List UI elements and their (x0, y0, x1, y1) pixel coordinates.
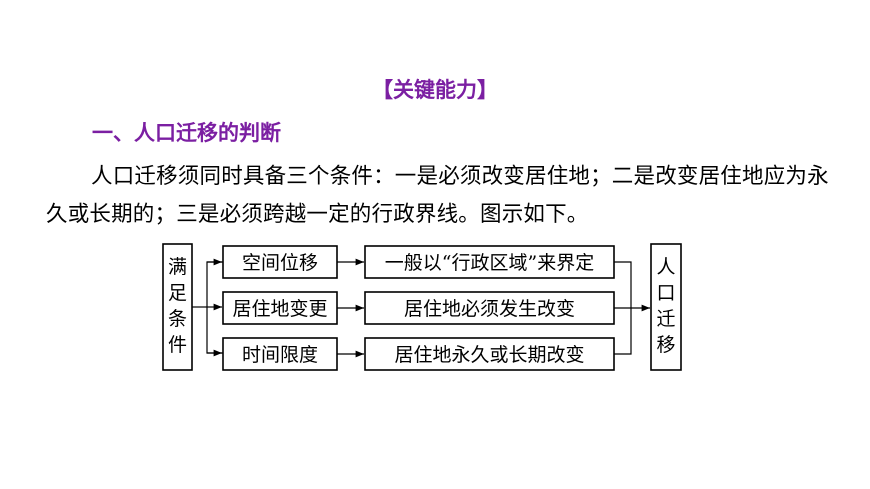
detail-label: 居住地永久或长期改变 (394, 344, 584, 366)
detail-label: 一般以“行政区域”来界定 (385, 252, 594, 274)
left-label-char: 满 (168, 256, 187, 278)
section-title: 一、人口迁移的判断 (92, 121, 281, 145)
result-box (650, 243, 682, 371)
result-label-char: 人 (656, 256, 675, 278)
condition-label: 时间限度 (242, 344, 318, 366)
condition-box (222, 291, 338, 325)
result-label-char: 迁 (656, 308, 675, 330)
left-label-char: 条 (168, 308, 187, 330)
result-label-char: 口 (656, 282, 675, 304)
left-label-char: 足 (168, 282, 187, 304)
left-label-char: 件 (168, 334, 187, 356)
condition-label: 空间位移 (242, 252, 318, 274)
detail-label: 居住地必须发生改变 (404, 298, 575, 320)
condition-label: 居住地变更 (232, 298, 327, 320)
page-heading: 【关键能力】 (372, 78, 498, 102)
detail-box (364, 291, 615, 325)
left-condition-box (162, 243, 193, 371)
intro-paragraph: 人口迁移须同时具备三个条件：一是必须改变居住地；二是改变居住地应为永久或长期的；… (46, 164, 829, 227)
result-label-char: 移 (656, 334, 675, 356)
